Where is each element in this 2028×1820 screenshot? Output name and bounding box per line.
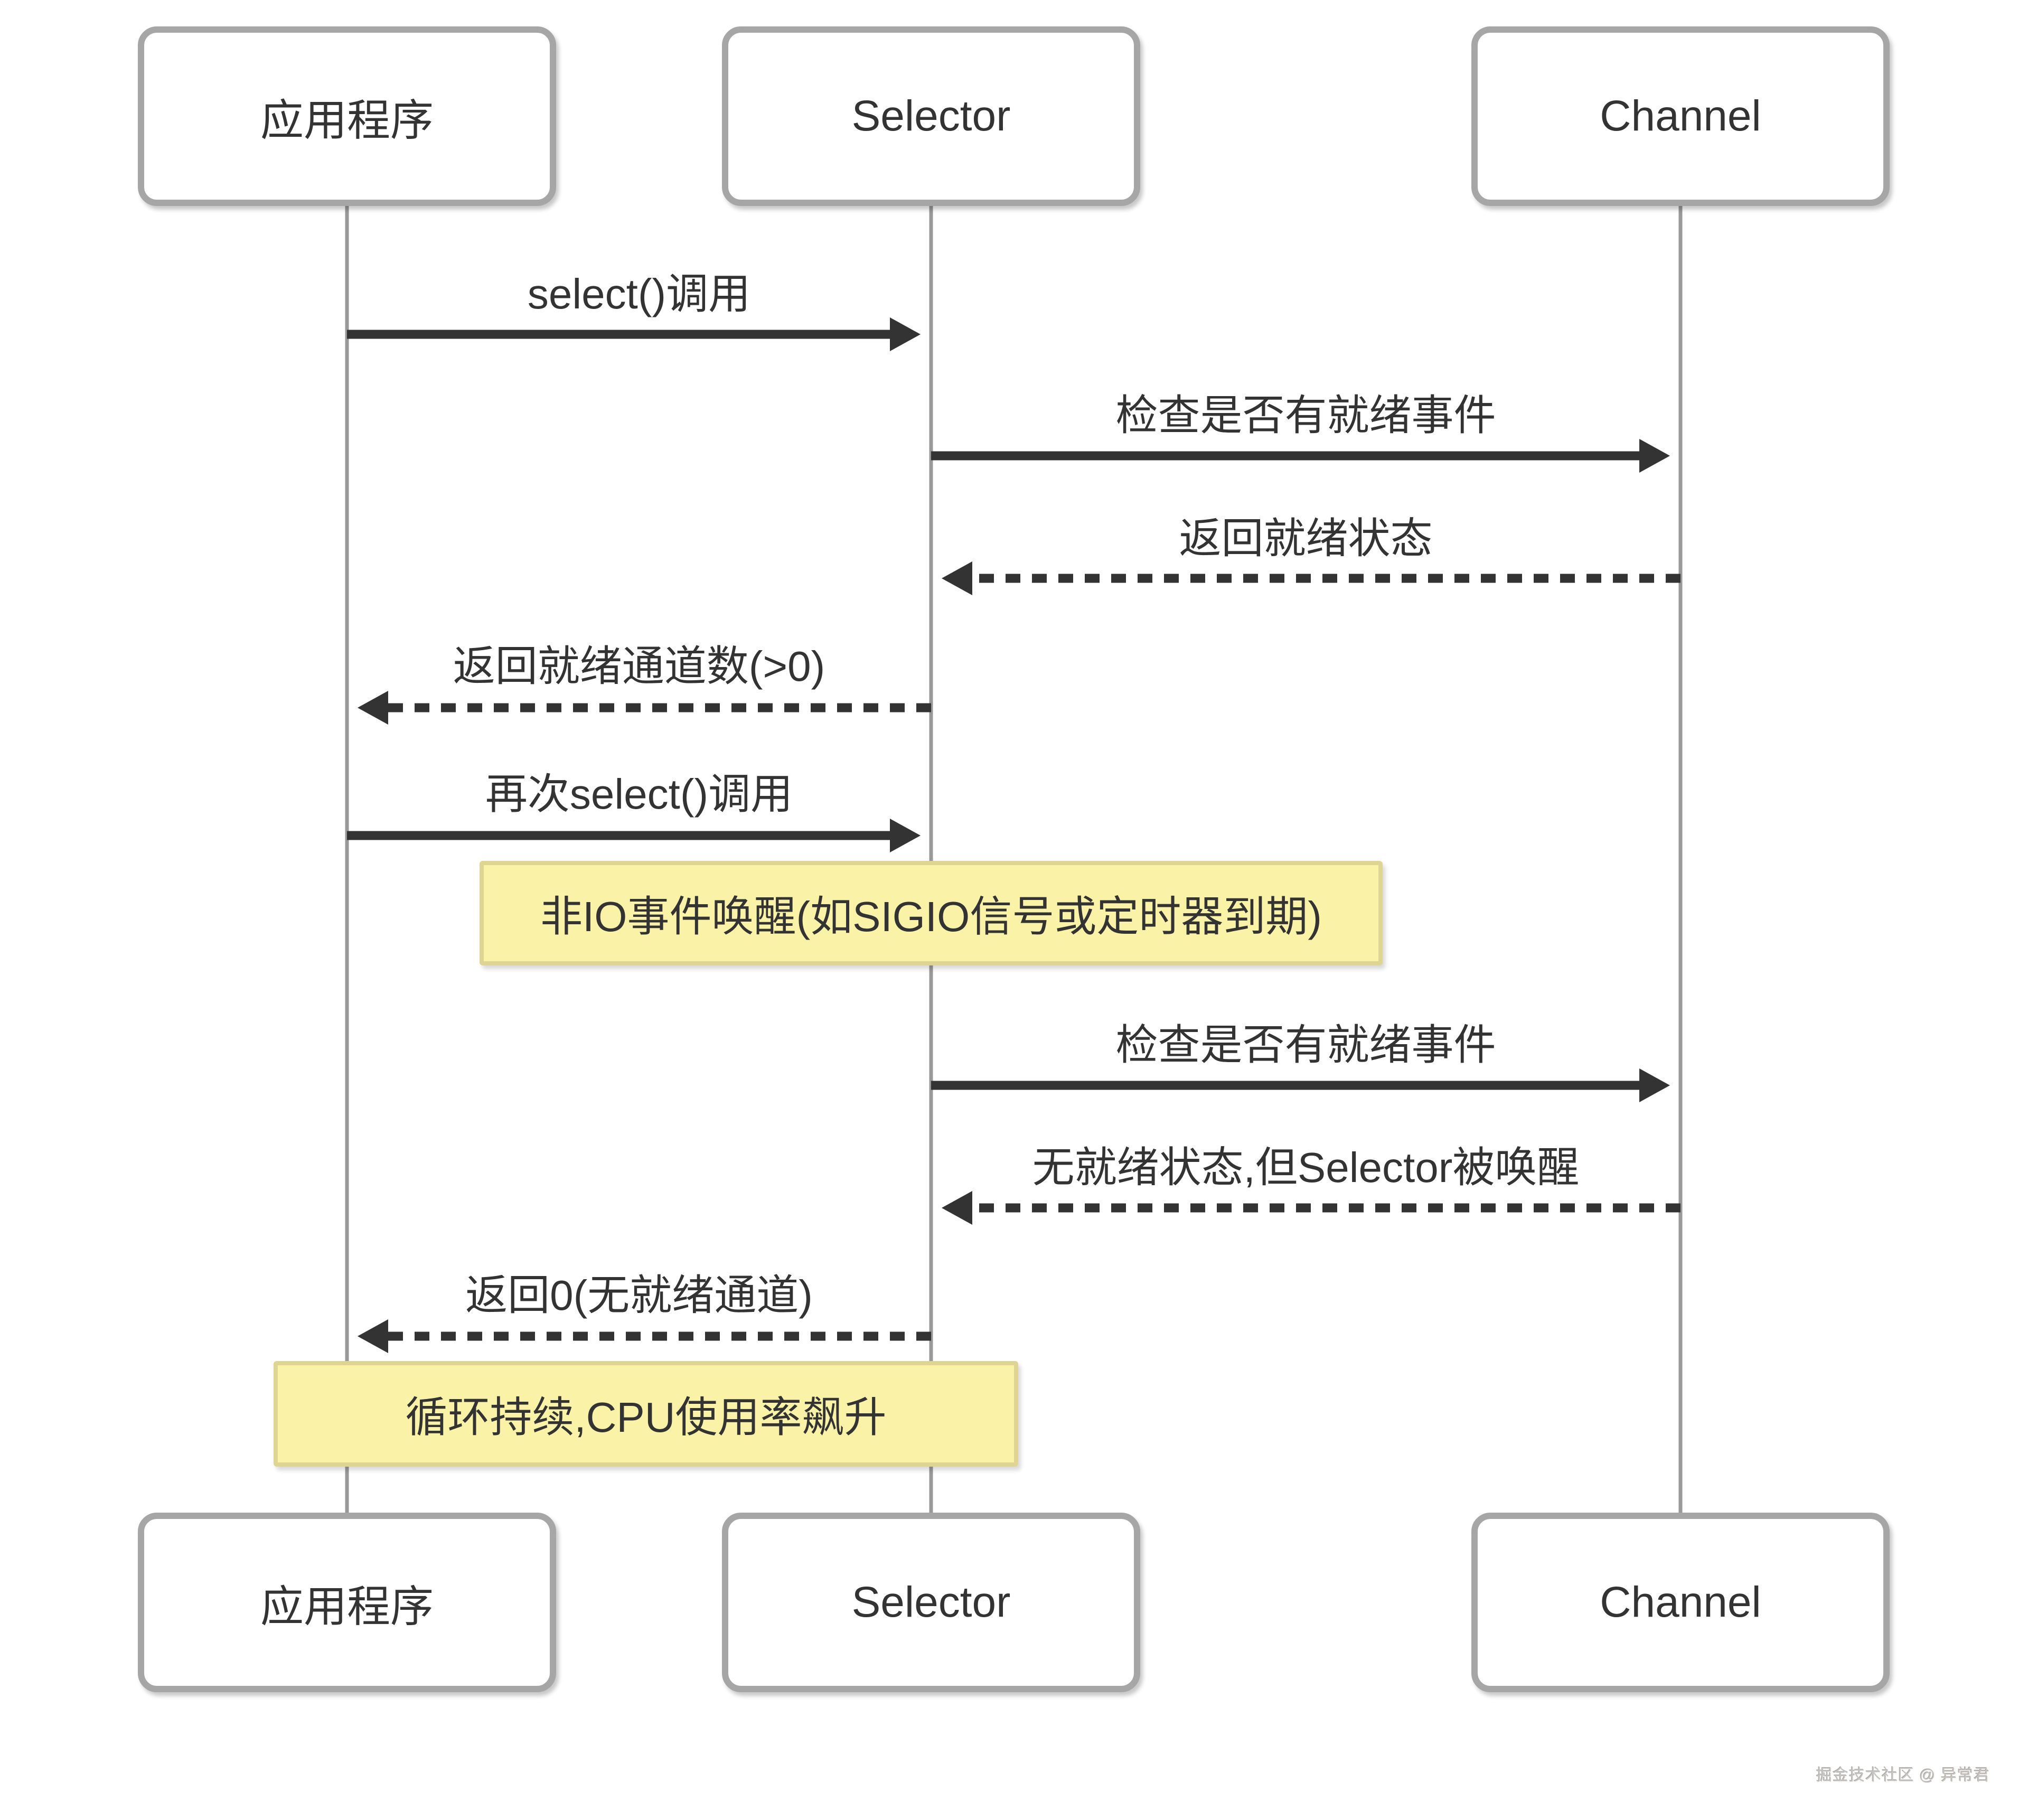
actor-box-bottom-channel: Channel (1471, 1513, 1890, 1692)
message-label-check-ready-2: 检查是否有就绪事件 (1115, 1021, 1496, 1068)
message-label-return-ready-count: 返回就绪通道数(>0) (453, 643, 825, 690)
message-arrowhead-1 (1639, 439, 1670, 473)
watermark: 掘金技术社区 @ 异常君 (1816, 1767, 1990, 1784)
message-label-return-zero: 返回0(无就绪通道) (465, 1272, 813, 1319)
actor-box-top-channel: Channel (1471, 26, 1890, 206)
note-cpu-usage-spike: 循环持续,CPU使用率飙升 (274, 1361, 1018, 1467)
actor-box-bottom-app: 应用程序 (138, 1513, 556, 1692)
actor-label-channel: Channel (1600, 92, 1761, 140)
message-arrowhead-4 (890, 819, 921, 852)
actor-box-top-app: 应用程序 (138, 26, 556, 206)
message-arrowhead-0 (890, 317, 921, 351)
message-arrowhead-2 (942, 561, 972, 595)
actor-label-app: 应用程序 (260, 96, 434, 145)
note-text: 非IO事件唤醒(如SIGIO信号或定时器到期) (540, 893, 1322, 940)
message-label-select-call-again: 再次select()调用 (485, 771, 793, 818)
actor-label-channel: Channel (1600, 1578, 1761, 1626)
actor-label-app: 应用程序 (260, 1582, 434, 1631)
actor-box-top-selector: Selector (722, 26, 1140, 206)
message-label-check-ready-1: 检查是否有就绪事件 (1115, 392, 1496, 439)
message-label-no-ready-awakened: 无就绪状态,但Selector被唤醒 (1032, 1144, 1580, 1191)
note-non-io-wakeup: 非IO事件唤醒(如SIGIO信号或定时器到期) (480, 861, 1383, 965)
message-arrowhead-6 (942, 1191, 972, 1225)
actor-label-selector: Selector (851, 92, 1011, 140)
message-label-select-call: select()调用 (527, 270, 751, 317)
message-label-return-ready-state: 返回就绪状态 (1179, 515, 1433, 562)
actor-box-bottom-selector: Selector (722, 1513, 1140, 1692)
message-arrowhead-5 (1639, 1068, 1670, 1102)
message-arrowhead-7 (358, 1319, 388, 1353)
message-arrowhead-3 (358, 691, 388, 725)
actor-label-selector: Selector (851, 1578, 1011, 1626)
note-text: 循环持续,CPU使用率飙升 (405, 1394, 887, 1441)
